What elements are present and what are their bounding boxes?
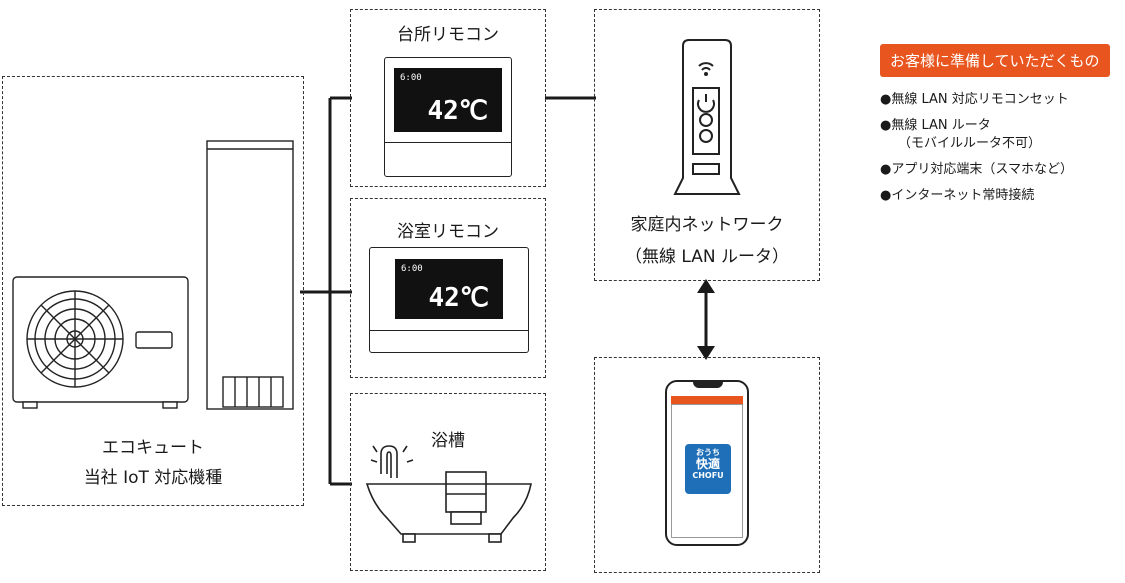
legend-item-subtext: （モバイルルータ不可） xyxy=(898,136,1042,151)
legend-list: ●無線 LAN 対応リモコンセット ●無線 LAN ルータ （モバイルルータ不可）… xyxy=(880,91,1125,205)
bathtub-box: 浴槽 xyxy=(350,393,546,571)
bath-remote-title: 浴室リモコン xyxy=(397,222,499,242)
legend-item-text: ●アプリ対応端末（スマホなど） xyxy=(880,162,1073,177)
legend-item: ●無線 LAN 対応リモコンセット xyxy=(880,91,1125,109)
bath-remote-screen: 6:00 42℃ xyxy=(395,259,503,319)
legend-item: ●アプリ対応端末（スマホなど） xyxy=(880,161,1125,179)
router-illustration xyxy=(673,39,741,195)
legend-item: ●インターネット常時接続 xyxy=(880,187,1125,205)
smartphone-box: おうち 快適 CHOFU xyxy=(594,357,820,573)
bath-remote-time: 6:00 xyxy=(401,264,423,274)
ecocute-box: エコキュート 当社 IoT 対応機種 xyxy=(2,76,304,506)
phone-notch xyxy=(693,382,723,388)
kitchen-remote-time: 6:00 xyxy=(400,73,422,83)
phone-screen xyxy=(671,404,743,538)
legend-item-text: ●インターネット常時接続 xyxy=(880,188,1035,203)
app-icon-line3: CHOFU xyxy=(692,471,724,480)
legend-item-text: ●無線 LAN ルータ xyxy=(880,118,991,133)
bath-remote-temp: 42℃ xyxy=(428,283,489,313)
smartphone-device: おうち 快適 CHOFU xyxy=(665,380,749,546)
app-icon-line1: おうち xyxy=(696,448,720,457)
bathtub-illustration xyxy=(365,445,532,543)
kitchen-remote-title: 台所リモコン xyxy=(397,25,499,45)
network-label: 家庭内ネットワーク xyxy=(630,215,784,235)
ecocute-illustration xyxy=(12,140,294,410)
app-icon-line2: 快適 xyxy=(695,457,720,471)
kitchen-remote-screen: 6:00 42℃ xyxy=(394,68,502,132)
bath-remote-device xyxy=(369,247,529,353)
network-sublabel: （無線 LAN ルータ） xyxy=(624,247,789,267)
ecocute-sublabel: 当社 IoT 対応機種 xyxy=(83,468,223,488)
legend-item-text: ●無線 LAN 対応リモコンセット xyxy=(880,92,1069,107)
bathtub-title: 浴槽 xyxy=(431,431,465,451)
phone-status-bar xyxy=(671,396,743,404)
legend-title: お客様に準備していただくもの xyxy=(880,44,1110,77)
ouchi-kaiteki-app-icon[interactable]: おうち 快適 CHOFU xyxy=(685,444,731,494)
requirements-legend: お客様に準備していただくもの ●無線 LAN 対応リモコンセット ●無線 LAN… xyxy=(880,44,1125,213)
ecocute-label: エコキュート xyxy=(102,438,204,458)
kitchen-remote-device xyxy=(384,57,512,177)
kitchen-remote-box: 台所リモコン 6:00 42℃ xyxy=(350,9,546,187)
bath-remote-box: 浴室リモコン 6:00 42℃ xyxy=(350,198,546,378)
legend-item: ●無線 LAN ルータ （モバイルルータ不可） xyxy=(880,117,1125,153)
network-box: 家庭内ネットワーク （無線 LAN ルータ） xyxy=(594,9,820,281)
kitchen-remote-temp: 42℃ xyxy=(427,96,488,126)
